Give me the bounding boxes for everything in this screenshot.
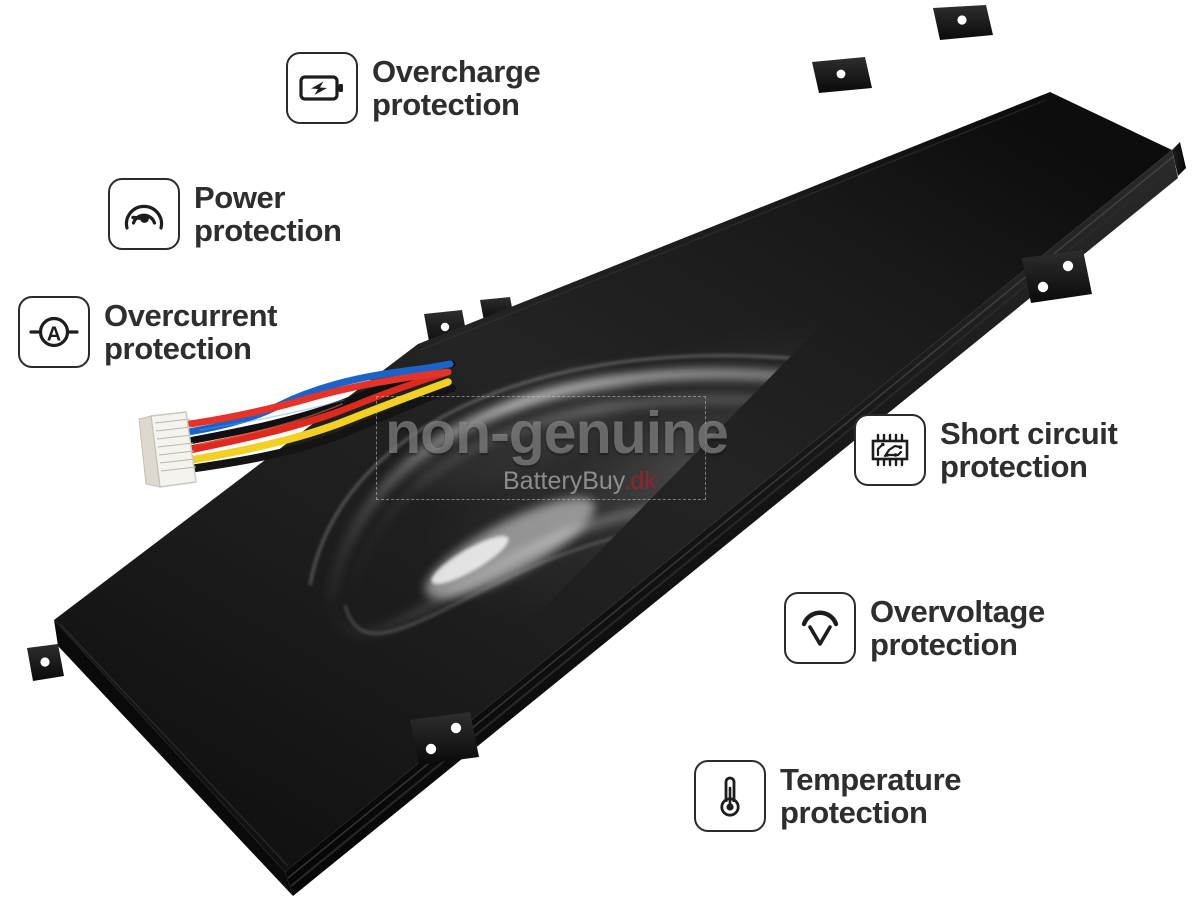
- temperature-icon-box: [694, 760, 766, 832]
- svg-text:A: A: [47, 324, 61, 346]
- overcurrent-label: Overcurrent protection: [104, 297, 278, 366]
- feature-temperature: Temperature protection: [694, 760, 961, 832]
- feature-shortcircuit: Short circuit protection: [854, 414, 1118, 486]
- cable-connector: [138, 411, 197, 488]
- overvoltage-icon-box: [784, 592, 856, 664]
- overcharge-label: Overcharge protection: [372, 53, 541, 122]
- battery-cable-harness: [172, 360, 456, 474]
- shortcircuit-label: Short circuit protection: [940, 415, 1118, 484]
- feature-overcurrent: A Overcurrent protection: [18, 296, 277, 368]
- shortcircuit-icon-box: [854, 414, 926, 486]
- feature-overcharge: Overcharge protection: [286, 52, 541, 124]
- mounting-tabs-front: [27, 250, 1092, 765]
- overcharge-icon-box: [286, 52, 358, 124]
- battery-bolt-icon: [299, 75, 343, 101]
- ammeter-icon: A: [29, 316, 79, 348]
- temperature-label: Temperature protection: [780, 761, 962, 830]
- overvoltage-label: Overvoltage protection: [870, 593, 1045, 662]
- voltmeter-v-icon: [801, 610, 839, 646]
- ic-chip-icon: [871, 433, 909, 467]
- power-icon-box: [108, 178, 180, 250]
- overcurrent-icon-box: A: [18, 296, 90, 368]
- feature-overvoltage: Overvoltage protection: [784, 592, 1045, 664]
- power-label: Power protection: [194, 179, 342, 248]
- thermometer-icon: [720, 776, 740, 817]
- gauge-icon: [124, 204, 164, 230]
- feature-power: Power protection: [108, 178, 342, 250]
- mounting-tabs-back: [424, 5, 993, 347]
